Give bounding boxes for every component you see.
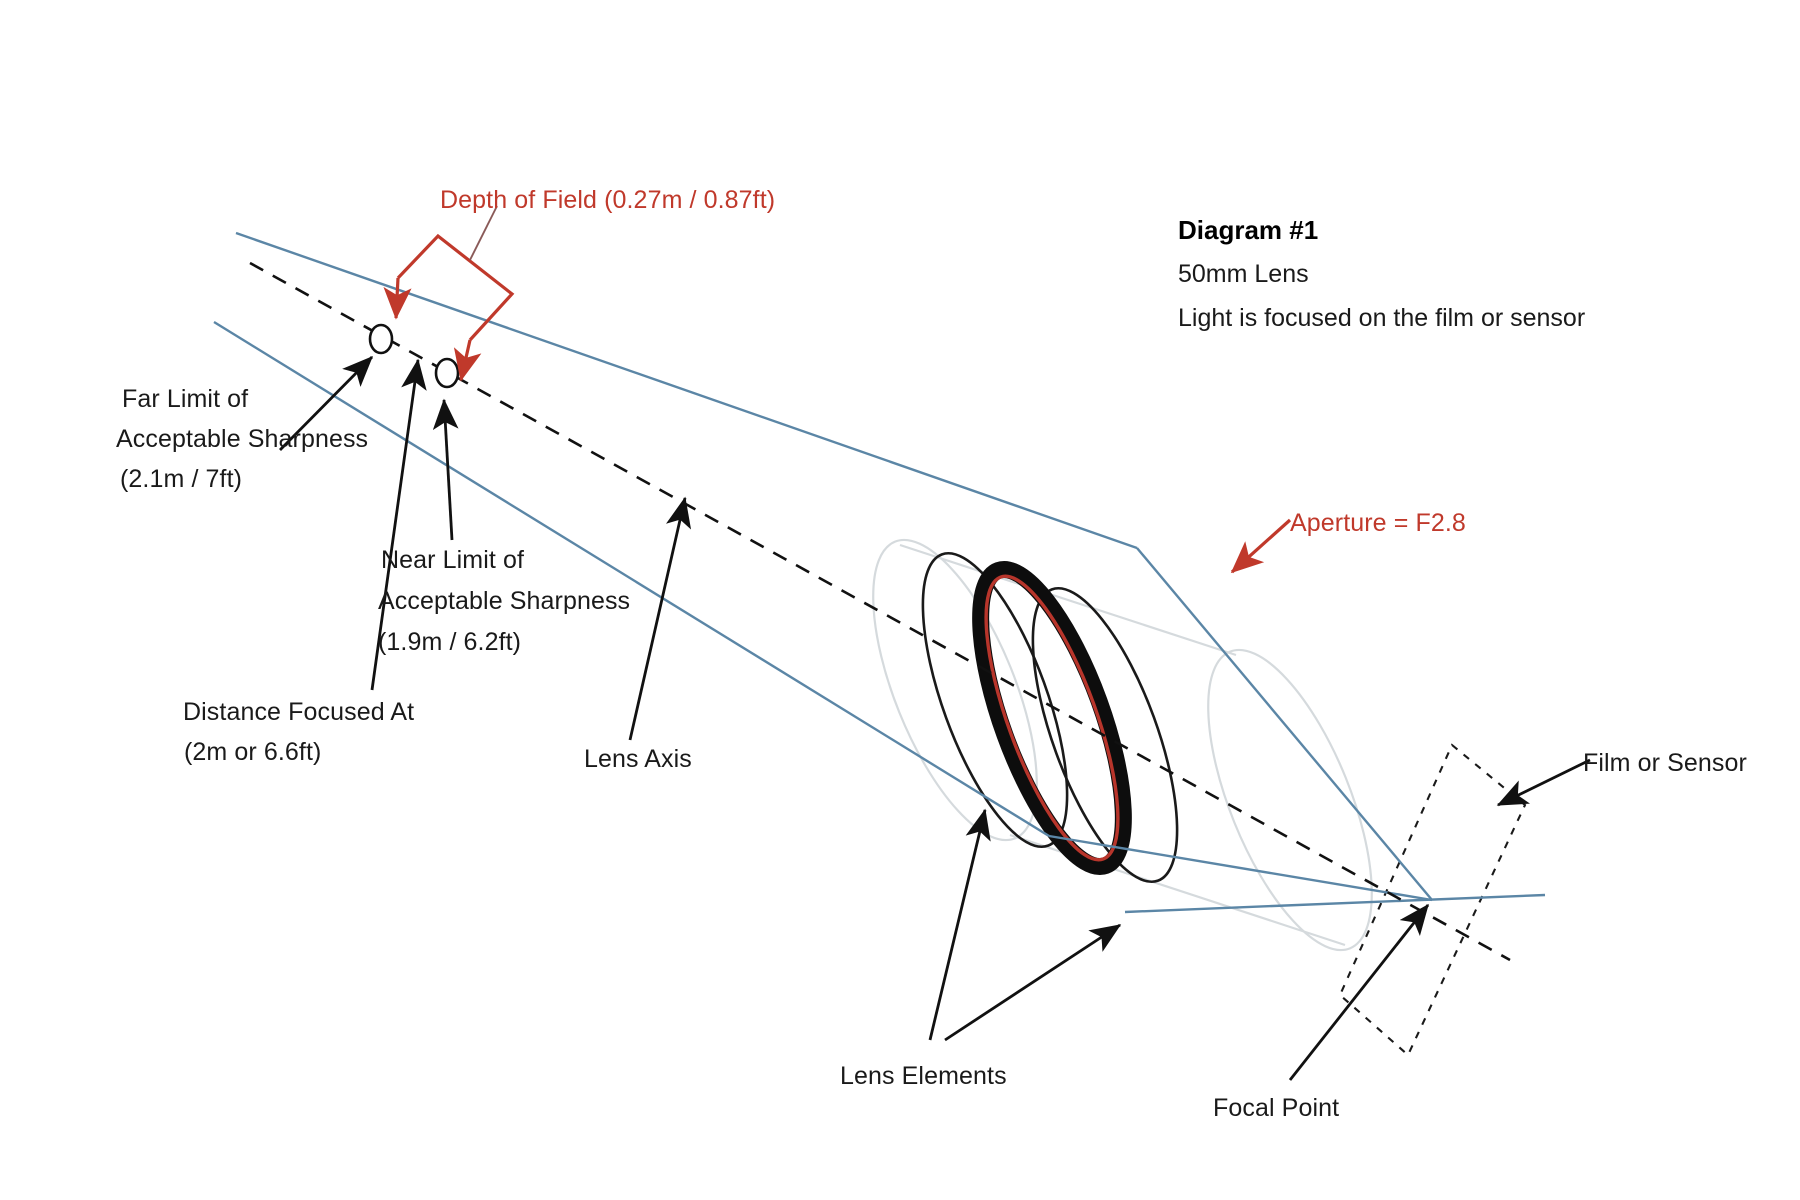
dof-arrow-left bbox=[383, 277, 412, 320]
title-heading: Diagram #1 bbox=[1178, 215, 1319, 245]
lens-element-rear bbox=[1031, 586, 1179, 884]
near-limit-marker bbox=[434, 357, 460, 389]
far-limit-label-line2: Acceptable Sharpness bbox=[116, 425, 369, 453]
film-or-sensor-label: Film or Sensor bbox=[1583, 749, 1747, 777]
arrow-lens-element-rear bbox=[928, 808, 991, 1041]
depth-of-field-label: Depth of Field (0.27m / 0.87ft) bbox=[440, 186, 776, 214]
ray-upper-outgoing bbox=[1136, 547, 1433, 901]
far-limit-label-line3: (2.1m / 7ft) bbox=[120, 465, 243, 493]
focus-markers bbox=[368, 323, 460, 389]
title-block: Diagram #1 50mm Lens Light is focused on… bbox=[1178, 208, 1585, 340]
far-limit-label-line1: Far Limit of bbox=[122, 385, 249, 413]
arrow-focal-point bbox=[1288, 903, 1430, 1081]
distance-focused-label-line1: Distance Focused At bbox=[183, 698, 415, 726]
aperture-ring-outer bbox=[972, 560, 1132, 876]
barrel-rear-ellipse bbox=[1207, 648, 1373, 952]
lens-elements-label: Lens Elements bbox=[840, 1062, 1007, 1090]
arrow-distance-focused bbox=[370, 358, 427, 691]
arrow-far-limit bbox=[279, 356, 373, 451]
ray-lower-incoming bbox=[213, 320, 1050, 838]
title-description: Light is focused on the film or sensor bbox=[1178, 304, 1586, 332]
aperture-ring bbox=[972, 560, 1132, 876]
callout-arrows bbox=[279, 356, 1591, 1081]
barrel-front-ellipse bbox=[872, 538, 1038, 842]
lens-axis-label: Lens Axis bbox=[584, 745, 692, 773]
aperture-label: Aperture = F2.8 bbox=[1290, 509, 1466, 537]
aperture-callout-arrow bbox=[1230, 518, 1292, 574]
lens-elements-group bbox=[921, 551, 1179, 884]
dof-leader-line bbox=[469, 205, 498, 261]
arrow-film-sensor bbox=[1496, 758, 1591, 807]
ray-lower-outgoing bbox=[1048, 834, 1433, 902]
arrow-lens-element-front bbox=[944, 923, 1122, 1042]
arrow-lens-axis bbox=[628, 496, 692, 741]
distance-focused-label-line2: (2m or 6.6ft) bbox=[184, 738, 322, 766]
barrel-top-edge bbox=[899, 543, 1237, 657]
lens-element-front bbox=[921, 551, 1069, 849]
dof-arrow-right bbox=[453, 339, 482, 382]
far-limit-marker bbox=[368, 323, 394, 355]
ray-horizontal bbox=[1124, 893, 1546, 914]
light-rays bbox=[213, 231, 1546, 914]
depth-of-field-bracket bbox=[383, 205, 515, 382]
title-lens-spec: 50mm Lens bbox=[1178, 260, 1309, 288]
focal-point-label: Focal Point bbox=[1213, 1094, 1340, 1122]
dof-bracket-path bbox=[396, 233, 515, 342]
near-limit-label-line1: Near Limit of bbox=[381, 546, 525, 574]
aperture-ring-inner-red bbox=[984, 574, 1120, 862]
arrow-aperture bbox=[1230, 518, 1292, 574]
near-limit-label-line2: Acceptable Sharpness bbox=[378, 587, 631, 615]
arrow-near-limit bbox=[432, 398, 459, 541]
near-limit-label-line3: (1.9m / 6.2ft) bbox=[378, 628, 522, 656]
ray-upper-incoming bbox=[235, 231, 1138, 550]
